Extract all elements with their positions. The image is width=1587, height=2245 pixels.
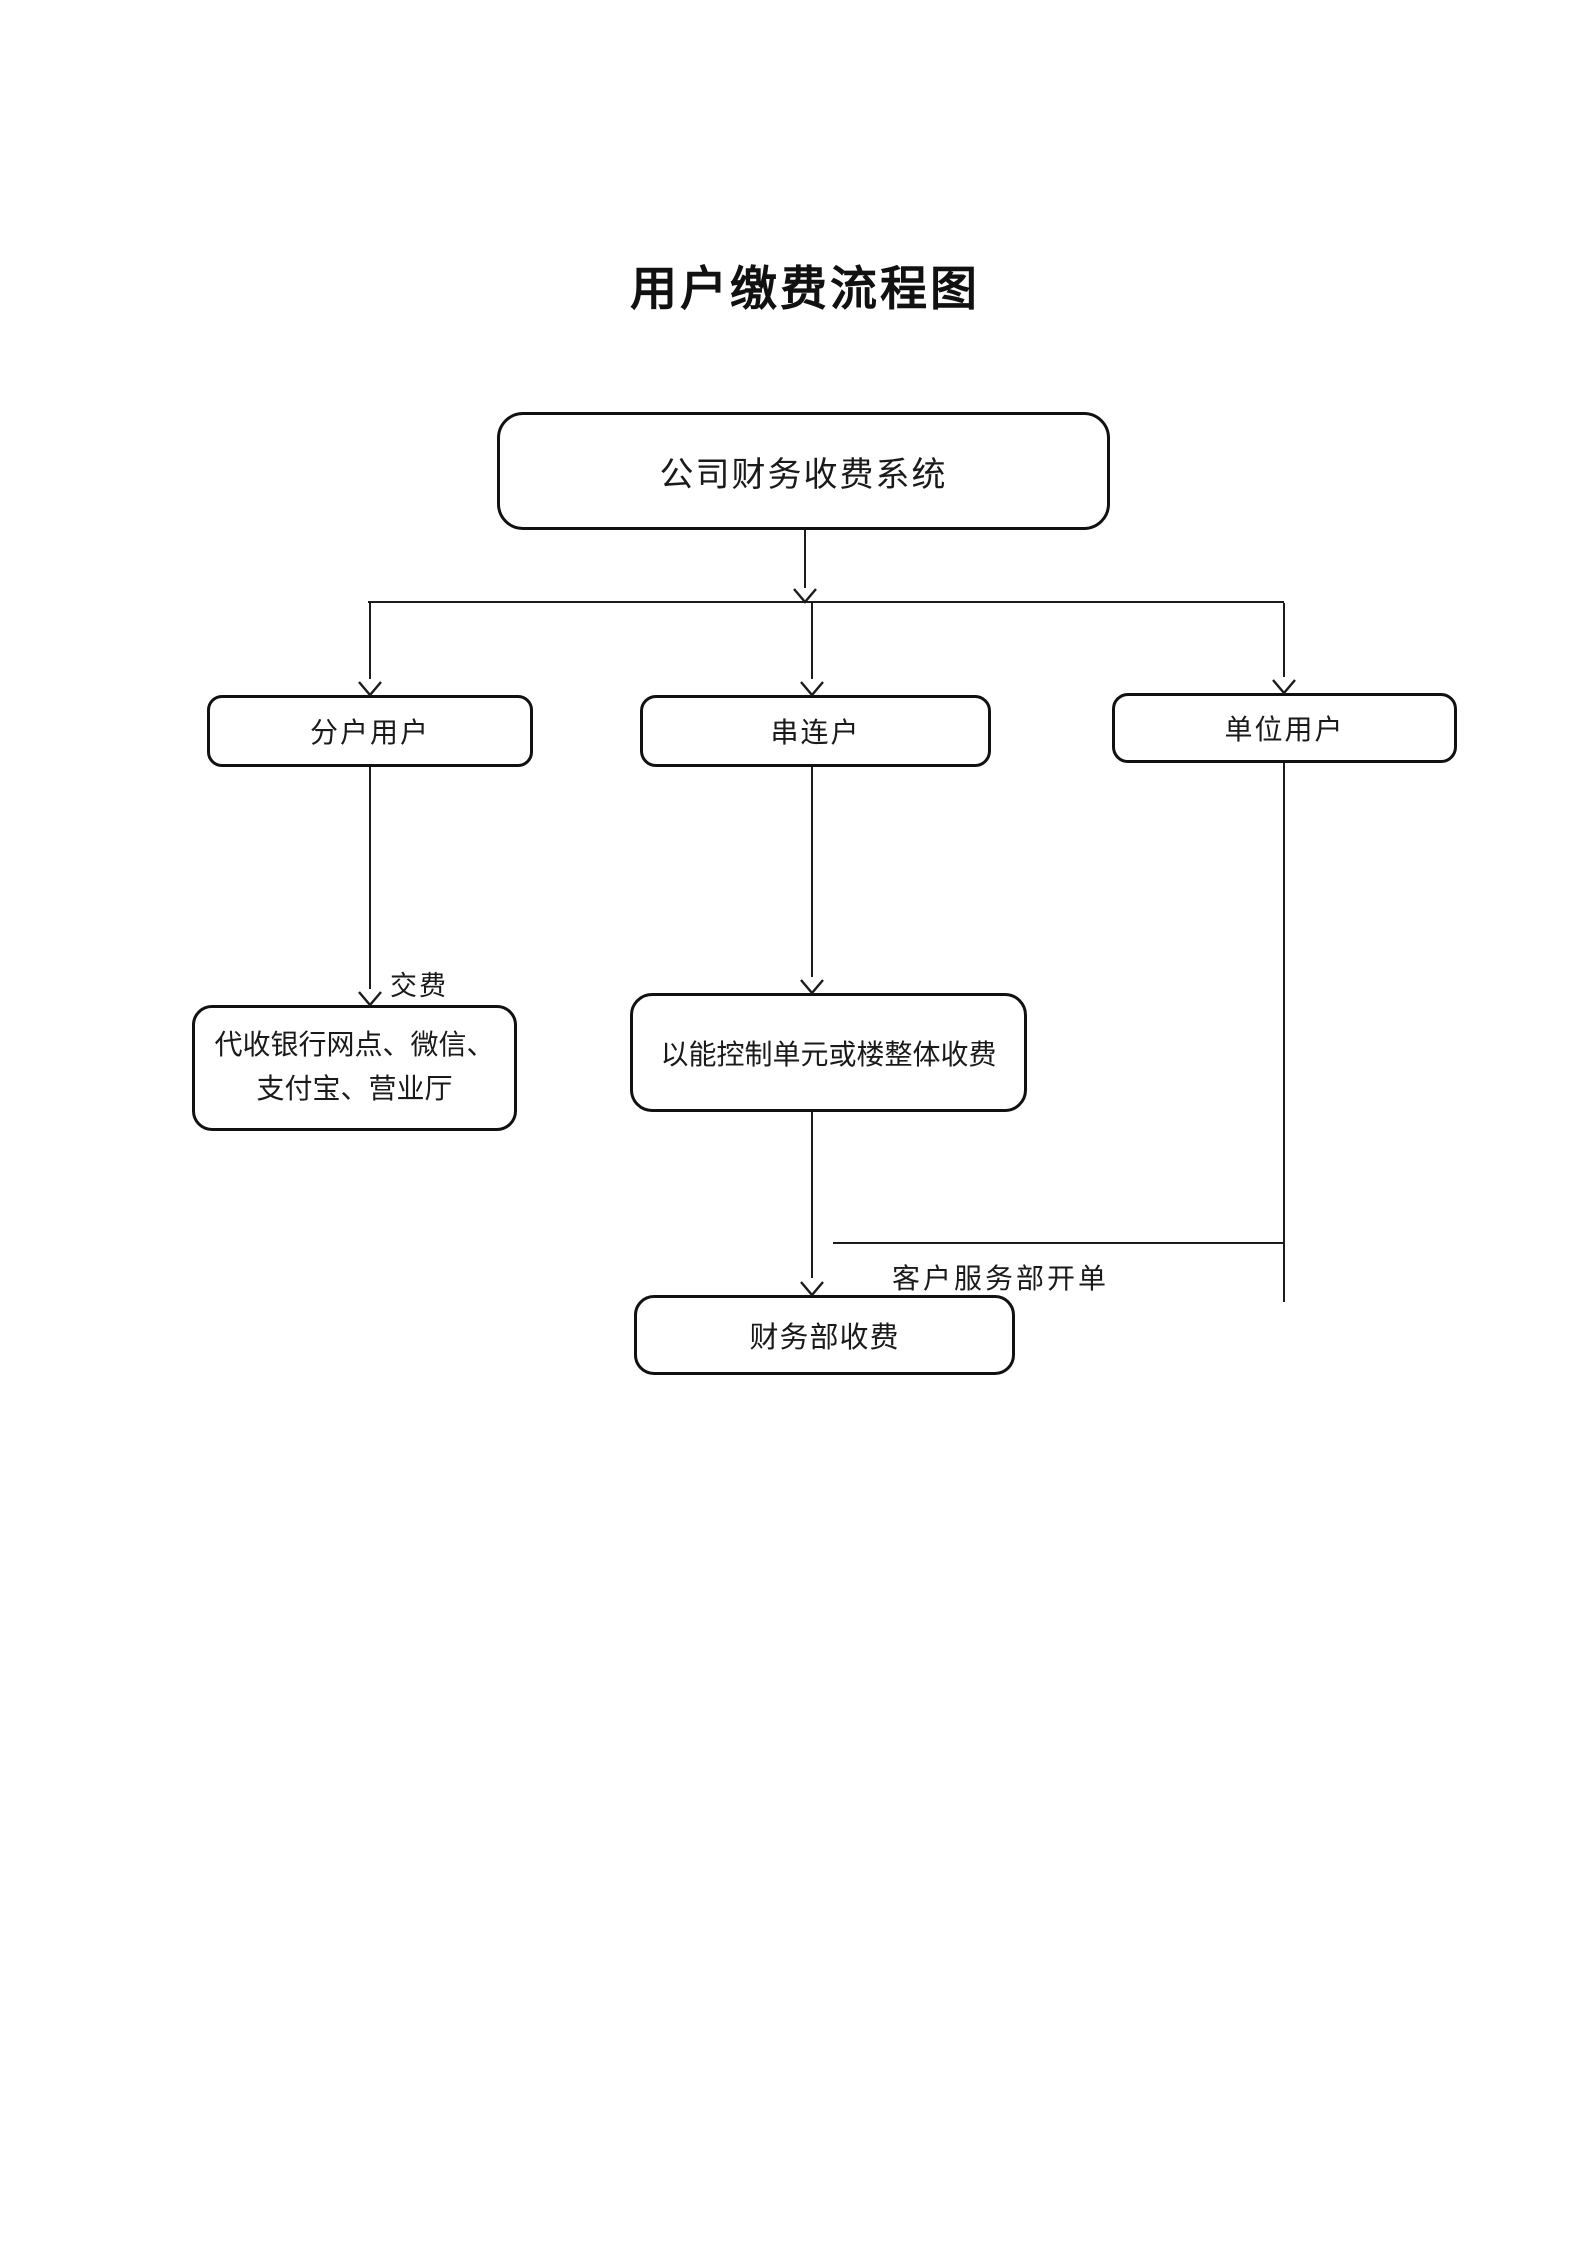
connector-serial-to-building-charging	[811, 767, 813, 977]
connector-split-to-payment-channels	[369, 767, 371, 989]
connector-system-to-branch-line	[804, 530, 806, 588]
node-finance-dept-charging: 财务部收费	[634, 1295, 1015, 1375]
node-company-finance-system: 公司财务收费系统	[497, 412, 1110, 530]
payment-channels-line1: 代收银行网点、微信、	[214, 1030, 495, 1061]
node-serial-connected-user: 串连户	[640, 695, 991, 767]
connector-drop-to-serial-user	[811, 603, 813, 679]
arrow-down-icon	[800, 1281, 824, 1297]
node-payment-channels: 代收银行网点、微信、 支付宝、营业厅	[192, 1005, 517, 1131]
diagram-title: 用户缴费流程图	[630, 264, 980, 316]
payment-channels-line2: 支付宝、营业厅	[256, 1074, 453, 1105]
connector-building-to-finance	[811, 1112, 813, 1278]
node-unit-user: 单位用户	[1112, 693, 1457, 763]
arrow-down-icon	[793, 588, 817, 604]
node-split-household-user: 分户用户	[207, 695, 533, 767]
connector-unit-user-down-line	[1283, 763, 1285, 1302]
arrow-down-icon	[1272, 679, 1296, 695]
connector-drop-to-unit-user	[1283, 603, 1285, 677]
connector-branch-horizontal-line	[368, 601, 1284, 603]
edge-label-service-billing: 客户服务部开单	[892, 1264, 1110, 1295]
edge-label-pay: 交费	[390, 971, 448, 1001]
arrow-down-icon	[358, 991, 382, 1007]
arrow-down-icon	[800, 979, 824, 995]
node-unit-or-building-charging: 以能控制单元或楼整体收费	[630, 993, 1027, 1112]
connector-drop-to-split-user	[369, 603, 371, 679]
connector-service-billing-line	[833, 1242, 1284, 1244]
arrow-down-icon	[358, 681, 382, 697]
arrow-down-icon	[800, 681, 824, 697]
